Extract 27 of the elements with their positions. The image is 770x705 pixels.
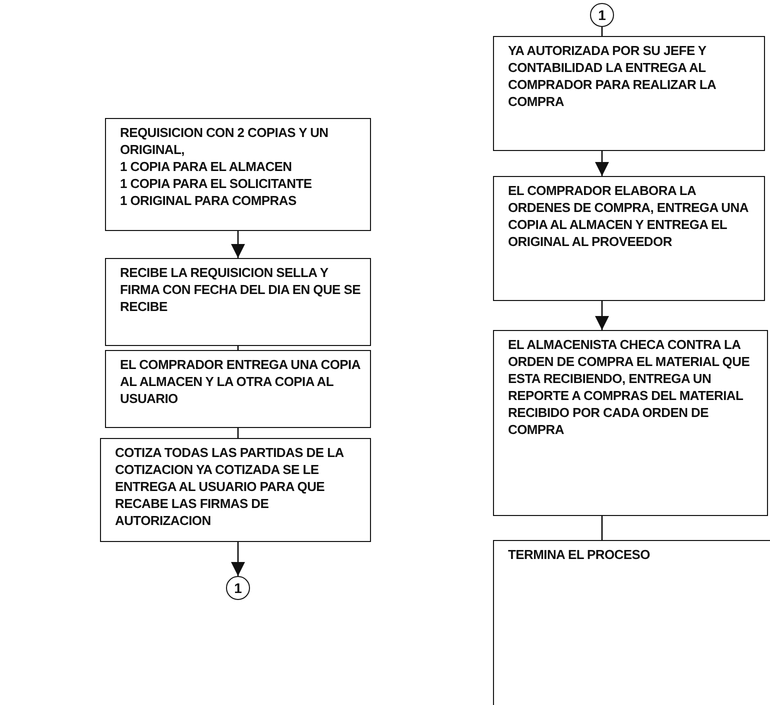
step-text: 1 COPIA PARA EL SOLICITANTE [120,175,313,192]
arrow [231,231,245,258]
connector-circle: 1 [226,576,250,600]
step-text: EL COMPRADOR ENTREGA UNA COPIA AL ALMACEN Y LA OTRA COPIA AL USUARIO [120,356,362,407]
process-box [105,118,371,231]
process-box [493,36,765,151]
connector-line [601,516,603,540]
step-text: 1 COPIA PARA EL ALMACEN [120,158,293,175]
process-box [105,258,371,346]
arrow [595,301,609,330]
arrow [231,542,245,576]
process-box [105,350,371,428]
step-text: YA AUTORIZADA POR SU JEFE Y CONTABILIDAD LA ENTREGA AL COMPRADOR PARA REALIZAR LA COMPRA [508,42,717,110]
step-text: REQUISICION CON 2 COPIAS Y UN ORIGINAL, [120,124,330,158]
connector-line [237,428,239,438]
process-box [493,540,770,705]
step-text: 1 ORIGINAL PARA COMPRAS [120,192,298,209]
process-box [493,330,768,516]
step-text: EL COMPRADOR ELABORA LA ORDENES DE COMPRA, ENTREGA UNA COPIA AL ALMACEN Y ENTREGA EL ORIGINAL AL PROVEEDOR [508,182,750,250]
step-text: RECIBE LA REQUISICION SELLA Y FIRMA CON FECHA DEL DIA EN QUE SE RECIBE [120,264,362,315]
step-text: EL ALMACENISTA CHECA CONTRA LA ORDEN DE COMPRA EL MATERIAL QUE ESTA RECIBIENDO, ENTREGA UN REPORTE A COMPRAS DEL MATERIAL RECIBIDO POR CADA ORDEN DE COMPRA [508,336,751,438]
step-text: TERMINA EL PROCESO [508,546,651,563]
step-text: COTIZA TODAS LAS PARTIDAS DE LA COTIZACION YA COTIZADA SE LE ENTREGA AL USUARIO PARA QUE RECABE LAS FIRMAS DE AUTORIZACION [115,444,345,529]
arrow [595,151,609,176]
connector-circle: 1 [590,3,614,27]
process-box [493,176,765,301]
process-box [100,438,371,542]
